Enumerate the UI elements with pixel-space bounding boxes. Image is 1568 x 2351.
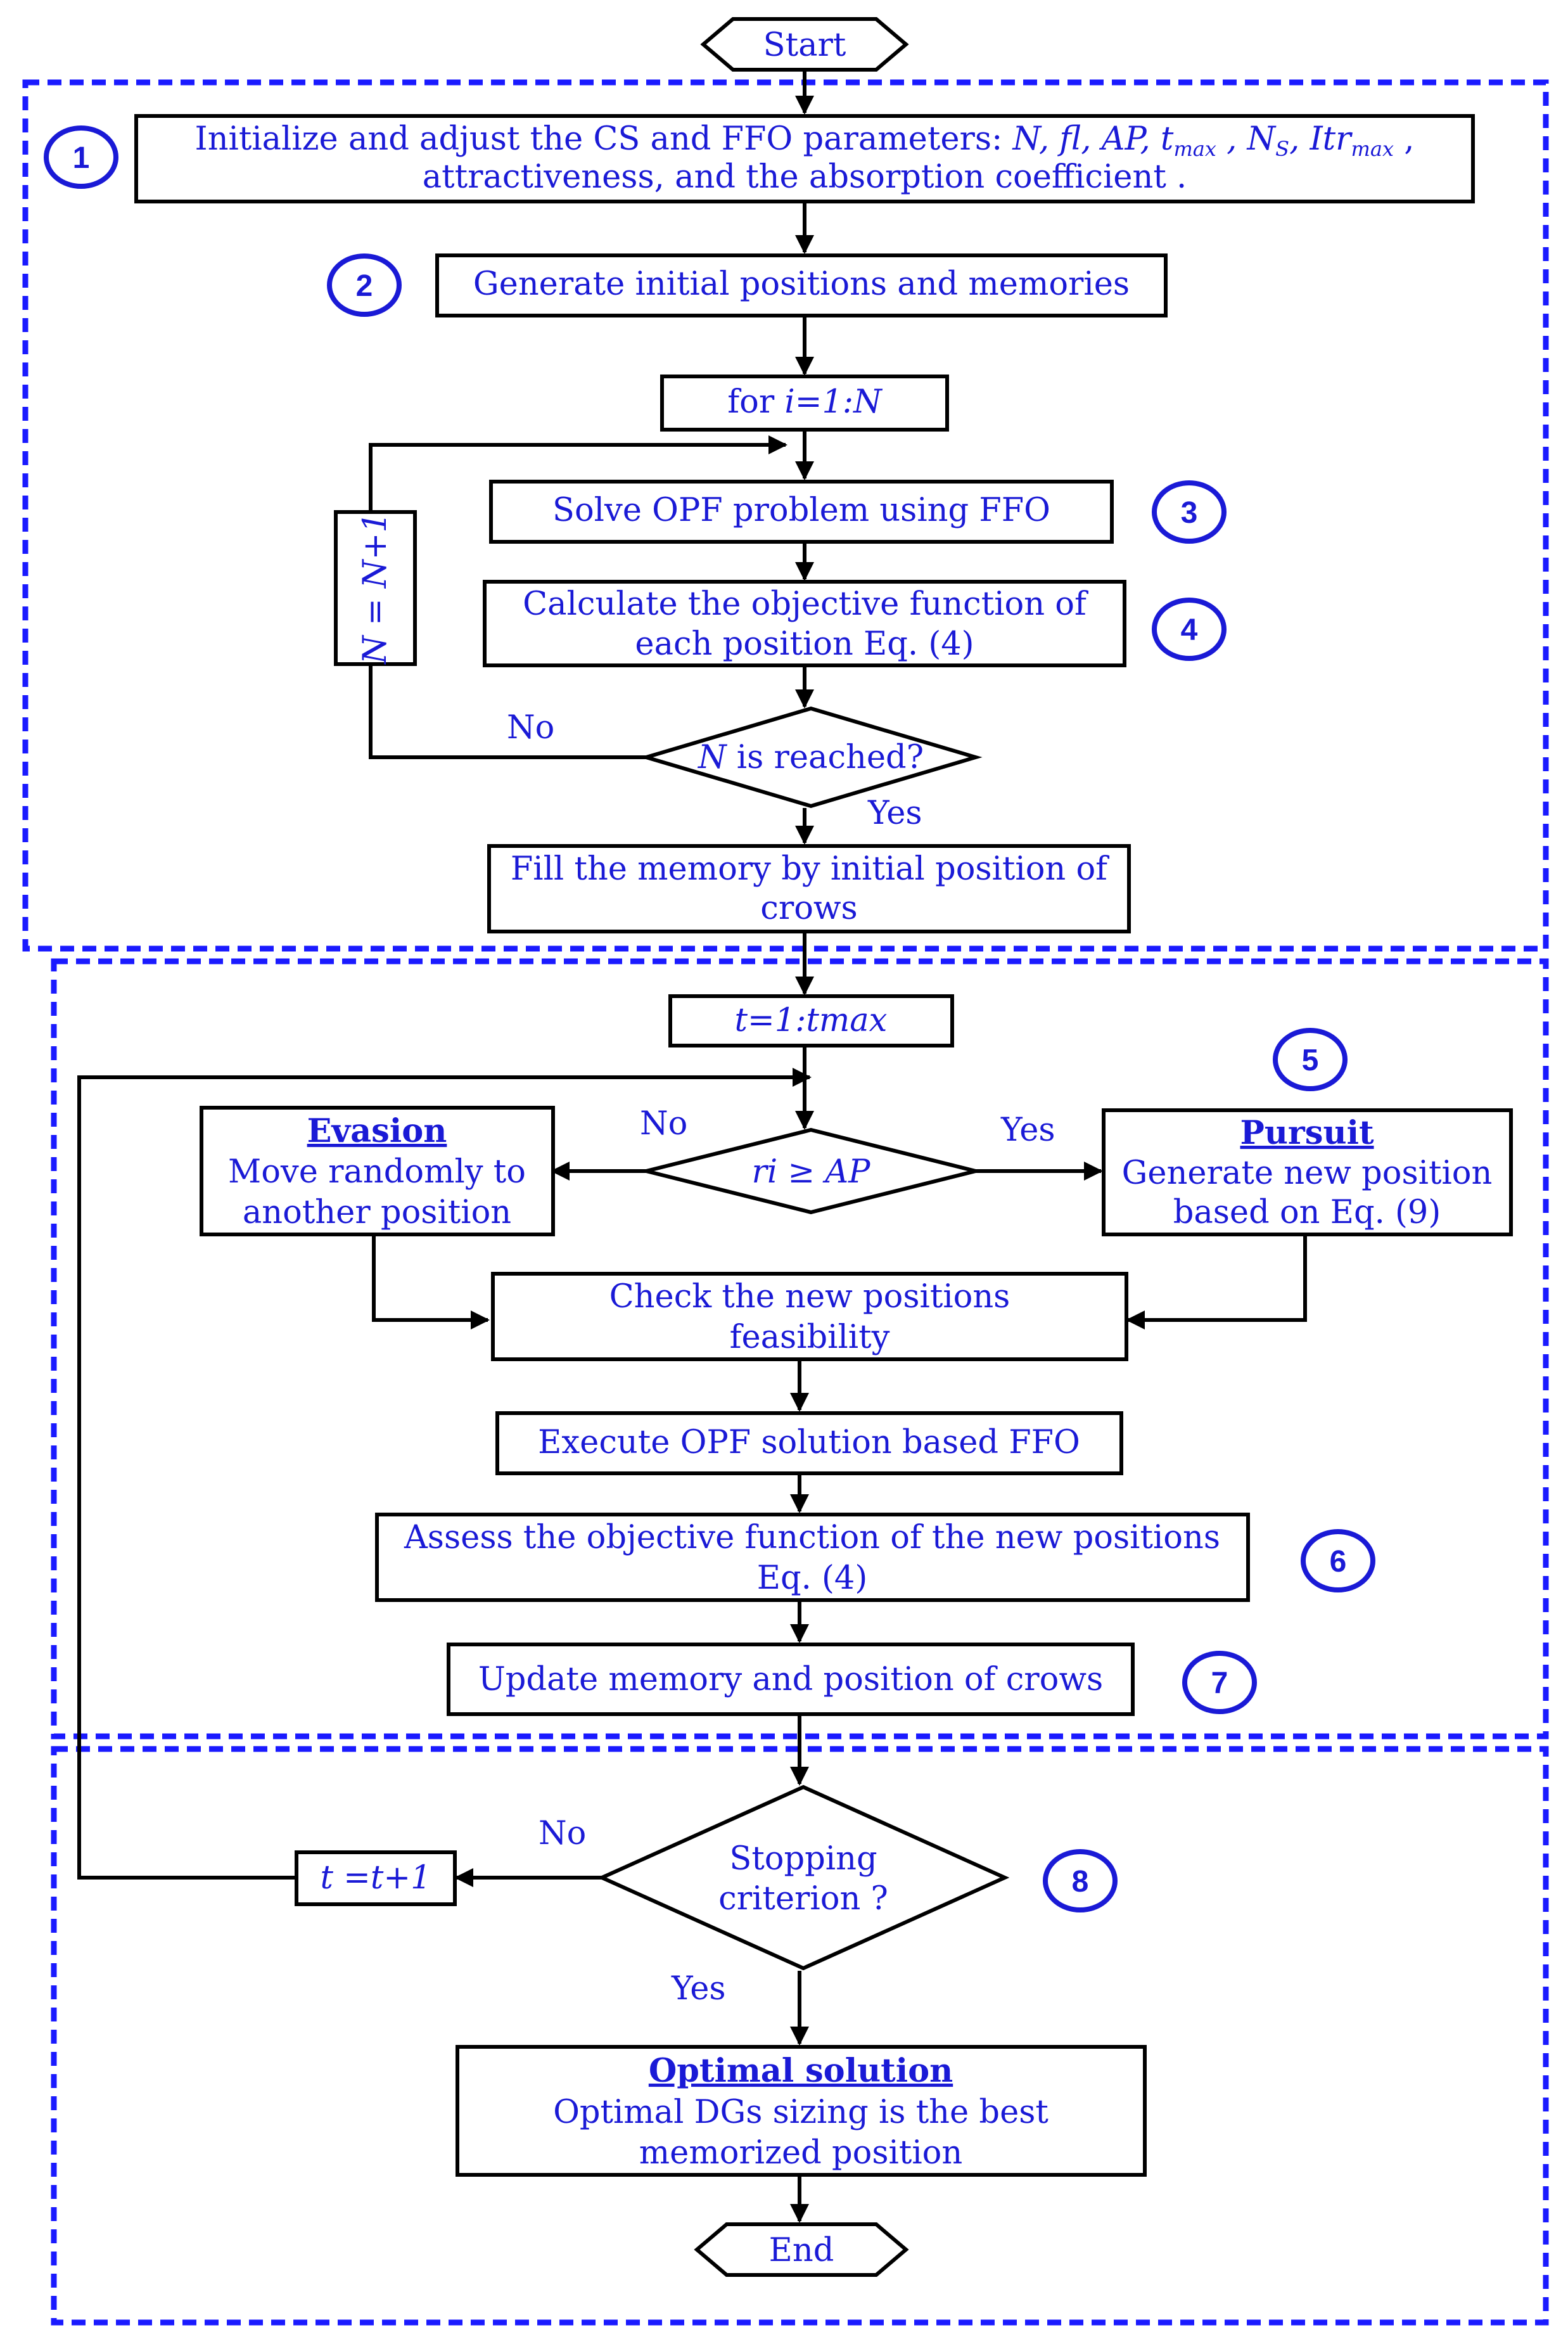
pursuit-title: Pursuit — [1240, 1114, 1374, 1152]
step-badge-3-label: 3 — [1181, 496, 1198, 530]
for-loop-label: for i=1:N — [727, 383, 883, 421]
t-increment-label: t =t+1 — [320, 1859, 431, 1897]
optimal-line-2: memorized position — [639, 2134, 962, 2172]
fill-memory-line-1: Fill the memory by initial position of — [511, 850, 1109, 888]
solve-opf-box: Solve OPF problem using FFO — [489, 480, 1114, 544]
initialize-line-2: attractiveness, and the absorption coeff… — [423, 158, 1187, 196]
step-badge-1: 1 — [44, 125, 118, 189]
optimal-solution-box: Optimal solution Optimal DGs sizing is t… — [456, 2045, 1147, 2177]
start-label: Start — [763, 27, 846, 64]
stopping-line-2: criterion ? — [718, 1880, 888, 1918]
stopping-criterion-decision: Stopping criterion ? — [597, 1784, 1010, 1971]
edge-label-no-n: No — [507, 709, 554, 746]
evasion-box: Evasion Move randomly to another positio… — [200, 1106, 555, 1236]
phase-region-initialization — [22, 79, 1549, 952]
initialize-line-1: Initialize and adjust the CS and FFO par… — [195, 120, 1415, 161]
step-badge-4-label: 4 — [1181, 613, 1198, 647]
n-reached-decision: N is reached? — [639, 706, 983, 809]
check-line-1: Check the new positions — [609, 1278, 1010, 1316]
for-loop-box: for i=1:N — [660, 375, 949, 432]
fill-memory-line-2: crows — [760, 890, 857, 927]
step-badge-5: 5 — [1273, 1028, 1348, 1091]
check-feasibility-box: Check the new positions feasibility — [491, 1272, 1128, 1361]
step-badge-2-label: 2 — [356, 269, 373, 303]
phase-region-termination — [51, 1746, 1549, 2326]
t-loop-label: t=1:tmax — [735, 1002, 888, 1039]
solve-opf-label: Solve OPF problem using FFO — [552, 492, 1050, 529]
check-line-2: feasibility — [730, 1319, 890, 1356]
step-badge-4: 4 — [1152, 598, 1227, 661]
fill-memory-box: Fill the memory by initial position of c… — [487, 844, 1131, 933]
calculate-line-1: Calculate the objective function of — [523, 586, 1088, 623]
assess-objective-box: Assess the objective function of the new… — [375, 1513, 1250, 1602]
step-badge-5-label: 5 — [1302, 1044, 1319, 1077]
t-increment-box: t =t+1 — [295, 1850, 457, 1906]
t-loop-box: t=1:tmax — [668, 994, 954, 1047]
generate-label: Generate initial positions and memories — [473, 266, 1130, 303]
edges — [77, 65, 1307, 2223]
edge-evasion-to-check — [372, 1234, 490, 1329]
end-terminator: End — [694, 2222, 909, 2277]
evasion-title: Evasion — [307, 1112, 447, 1150]
ri-condition-label: ri ≥ AP — [752, 1153, 872, 1191]
step-badge-6: 6 — [1301, 1529, 1375, 1592]
step-badge-8: 8 — [1043, 1849, 1118, 1912]
assess-line-2: Eq. (4) — [757, 1560, 868, 1597]
execute-label: Execute OPF solution based FFO — [538, 1424, 1080, 1461]
step-badge-3: 3 — [1152, 480, 1227, 544]
edge-label-no-stop: No — [539, 1815, 586, 1852]
calculate-objective-box: Calculate the objective function of each… — [483, 580, 1126, 667]
edge-pursuit-to-check — [1126, 1234, 1307, 1329]
edge-label-yes-stop: Yes — [671, 1970, 726, 2008]
step-badge-8-label: 8 — [1072, 1865, 1089, 1899]
initialize-parameters-box: Initialize and adjust the CS and FFO par… — [134, 114, 1475, 203]
update-memory-box: Update memory and position of crows — [447, 1643, 1135, 1716]
edge-tinc-loop-back — [77, 1068, 812, 1880]
calculate-line-2: each position Eq. (4) — [635, 625, 974, 663]
update-label: Update memory and position of crows — [478, 1661, 1103, 1698]
evasion-line-2: another position — [243, 1194, 511, 1231]
end-label: End — [769, 2232, 834, 2269]
ri-condition-decision: ri ≥ AP — [646, 1127, 976, 1215]
evasion-line-1: Move randomly to — [228, 1153, 526, 1191]
n-reached-label: N is reached? — [697, 739, 924, 776]
pursuit-line-1: Generate new position — [1122, 1155, 1493, 1192]
step-badge-2: 2 — [327, 253, 402, 317]
pursuit-line-2: based on Eq. (9) — [1173, 1194, 1441, 1231]
n-increment-box: N = N+1 — [334, 510, 417, 666]
assess-line-1: Assess the objective function of the new… — [404, 1519, 1220, 1556]
edge-label-yes-n: Yes — [867, 795, 922, 832]
edge-label-yes-ri: Yes — [1000, 1111, 1055, 1149]
pursuit-box: Pursuit Generate new position based on E… — [1102, 1108, 1513, 1236]
edge-label-no-ri: No — [640, 1105, 687, 1143]
step-badge-1-label: 1 — [73, 141, 90, 175]
n-increment-label: N = N+1 — [357, 512, 394, 665]
generate-positions-box: Generate initial positions and memories — [435, 253, 1168, 317]
start-terminator: Start — [700, 17, 909, 72]
step-badge-7-label: 7 — [1211, 1667, 1228, 1700]
step-badge-6-label: 6 — [1330, 1545, 1347, 1579]
optimal-title: Optimal solution — [649, 2052, 953, 2090]
execute-opf-box: Execute OPF solution based FFO — [495, 1411, 1123, 1475]
stopping-line-1: Stopping — [729, 1840, 877, 1878]
step-badge-7: 7 — [1182, 1651, 1257, 1714]
optimal-line-1: Optimal DGs sizing is the best — [553, 2094, 1049, 2131]
